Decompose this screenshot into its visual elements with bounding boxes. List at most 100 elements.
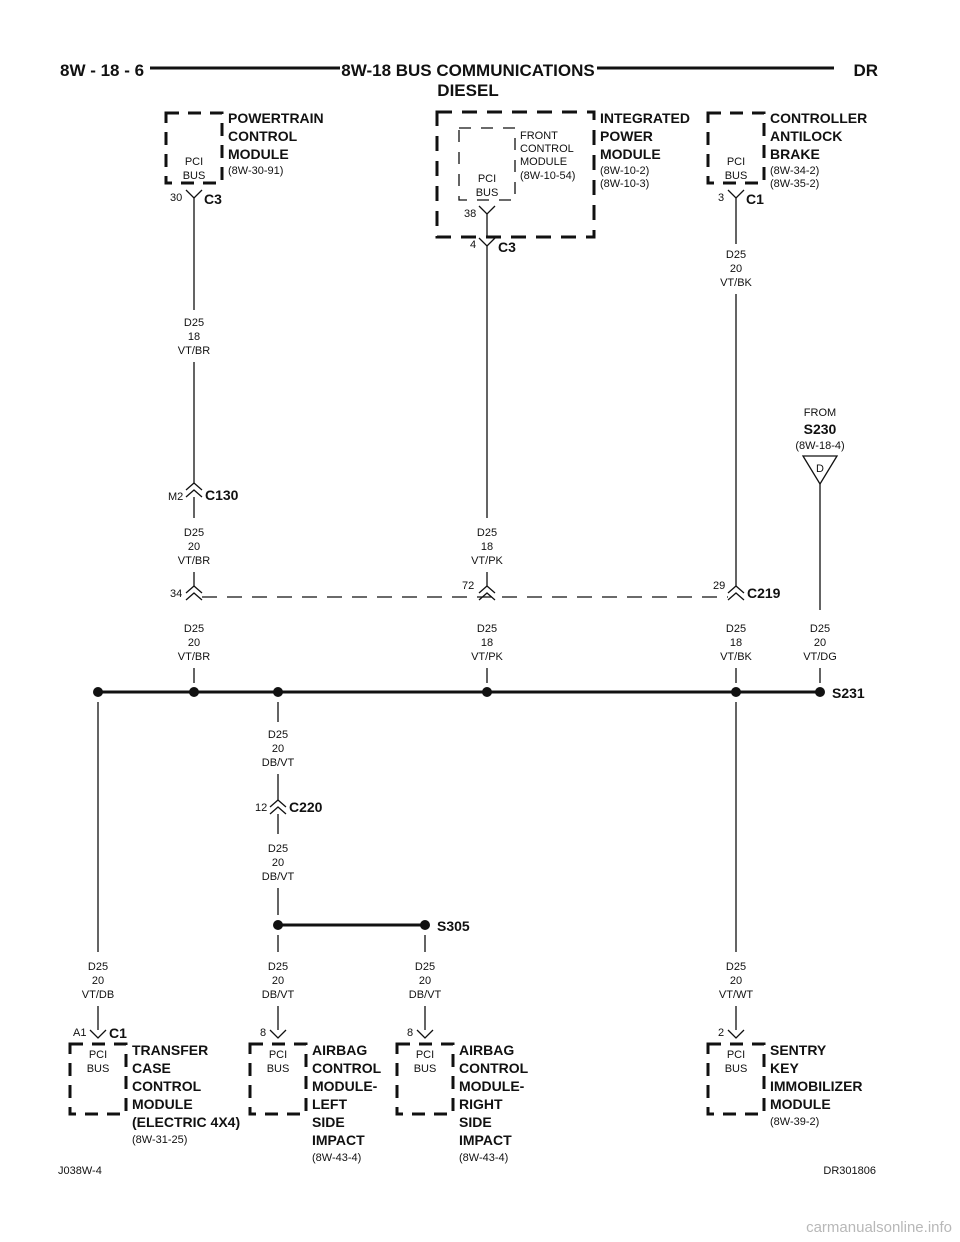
footer-figure-code: J038W-4	[58, 1165, 102, 1177]
skim-name-3: IMMOBILIZER	[770, 1078, 863, 1094]
skim-name-1: SENTRY	[770, 1042, 827, 1058]
airbag-control-module-left: 8 PCI BUS AIRBAG CONTROL MODULE- LEFT SI…	[248, 1027, 382, 1164]
wire-color: VT/BK	[720, 277, 752, 289]
acm-right-pin-terminal	[416, 1029, 434, 1039]
s231-node-ipm	[482, 687, 492, 697]
fcm-pin-terminal	[478, 205, 496, 215]
wire-circuit: D25	[268, 961, 288, 973]
skim-pin: 2	[718, 1027, 724, 1039]
c220-name: C220	[289, 799, 323, 815]
page-subtitle: DIESEL	[437, 81, 498, 100]
skim-pin-terminal	[727, 1029, 745, 1039]
skim-name-2: KEY	[770, 1060, 799, 1076]
s231-node-pcm	[189, 687, 199, 697]
cab-name-2: ANTILOCK	[770, 128, 842, 144]
c219-name: C219	[747, 585, 781, 601]
tccm-name-2: CASE	[132, 1060, 171, 1076]
c220-pin: 12	[255, 802, 267, 814]
wire-color: VT/DG	[803, 651, 837, 663]
skim-ref: (8W-39-2)	[770, 1116, 819, 1128]
wire-circuit: D25	[184, 623, 204, 635]
c130-pin-female	[185, 482, 203, 491]
ipm-pin-terminal	[478, 237, 496, 247]
acm-right-name-5: SIDE	[459, 1114, 492, 1130]
pcm-bus-label: BUS	[183, 170, 206, 182]
acm-right-name-2: CONTROL	[459, 1060, 529, 1076]
tccm-pin: A1	[73, 1027, 86, 1039]
from-label: FROM	[804, 407, 836, 419]
wire-gauge: 20	[272, 857, 284, 869]
wire-circuit: D25	[726, 961, 746, 973]
wire-label-acm-left: D25 20 DB/VT	[262, 961, 295, 1001]
wire-gauge: 20	[188, 637, 200, 649]
wire-gauge: 20	[730, 975, 742, 987]
tccm-box	[68, 1042, 128, 1116]
wire-gauge: 20	[272, 975, 284, 987]
wire-gauge: 20	[188, 541, 200, 553]
watermark-text: carmanualsonline.info	[806, 1219, 952, 1236]
from-splice: S230	[804, 421, 837, 437]
wire-gauge: 20	[814, 637, 826, 649]
acm-right-name-1: AIRBAG	[459, 1042, 514, 1058]
acm-left-pin: 8	[260, 1027, 266, 1039]
acm-left-name-3: MODULE-	[312, 1078, 378, 1094]
c219-pin-right: 29	[713, 580, 725, 592]
wire-color: VT/BR	[178, 651, 210, 663]
tccm-name-4: MODULE	[132, 1096, 193, 1112]
acm-left-name-5: SIDE	[312, 1114, 345, 1130]
pcm-ref: (8W-30-91)	[228, 165, 283, 177]
footer-document-code: DR301806	[823, 1165, 876, 1177]
acm-right-pci-label: PCI	[416, 1049, 434, 1061]
wire-color: VT/WT	[719, 989, 753, 1001]
c219-right-female	[727, 585, 745, 594]
wire-gauge: 18	[730, 637, 742, 649]
wire-color: DB/VT	[409, 989, 442, 1001]
s231-node-cab	[731, 687, 741, 697]
c130-pin: M2	[168, 491, 183, 503]
wire-label-from-low: D25 20 VT/DG	[803, 623, 837, 663]
wire-label-pcm-low: D25 20 VT/BR	[178, 623, 210, 663]
cab-name-3: BRAKE	[770, 146, 820, 162]
s305-node-right	[420, 920, 430, 930]
c219-right-male	[727, 592, 745, 601]
fcm-name-1: FRONT	[520, 130, 558, 142]
wire-label-pcm-upper: D25 18 VT/BR	[178, 317, 210, 357]
ipm-pin: 4	[470, 239, 476, 251]
cab-box	[706, 111, 766, 185]
acm-left-name-4: LEFT	[312, 1096, 347, 1112]
wire-circuit: D25	[184, 317, 204, 329]
wire-color: VT/PK	[471, 555, 503, 567]
acm-right-bus-label: BUS	[414, 1063, 437, 1075]
wire-color: DB/VT	[262, 871, 295, 883]
from-ref: (8W-18-4)	[795, 440, 844, 452]
ipm-name-2: POWER	[600, 128, 653, 144]
upper-wires	[193, 198, 737, 581]
wire-color: VT/BR	[178, 555, 210, 567]
wire-label-c220-lower: D25 20 DB/VT	[262, 843, 295, 883]
fcm-name-3: MODULE	[520, 156, 567, 168]
cab-connector: C1	[746, 191, 764, 207]
ipm-ref-2: (8W-10-3)	[600, 178, 649, 190]
acm-right-box	[395, 1042, 455, 1116]
cab-pin-terminal	[727, 189, 745, 199]
c219-mid-female	[478, 585, 496, 594]
c219-pin-mid: 72	[462, 580, 474, 592]
cab-ref-1: (8W-34-2)	[770, 165, 819, 177]
wire-color: VT/BK	[720, 651, 752, 663]
wire-gauge: 20	[272, 743, 284, 755]
page-number: 8W - 18 - 6	[60, 61, 144, 80]
c219-left-male	[185, 592, 203, 601]
cab-ref-2: (8W-35-2)	[770, 178, 819, 190]
ipm-name-3: MODULE	[600, 146, 661, 162]
page-title: 8W-18 BUS COMMUNICATIONS	[341, 61, 594, 80]
s305-node-left	[273, 920, 283, 930]
skim-name-4: MODULE	[770, 1096, 831, 1112]
fcm-pci-label: PCI	[478, 173, 496, 185]
ipm-name-1: INTEGRATED	[600, 110, 690, 126]
wire-circuit: D25	[415, 961, 435, 973]
wire-circuit: D25	[726, 249, 746, 261]
tccm-bus-label: BUS	[87, 1063, 110, 1075]
acm-left-pci-label: PCI	[269, 1049, 287, 1061]
c220-pin-female	[269, 799, 287, 808]
acm-left-ref: (8W-43-4)	[312, 1152, 361, 1164]
